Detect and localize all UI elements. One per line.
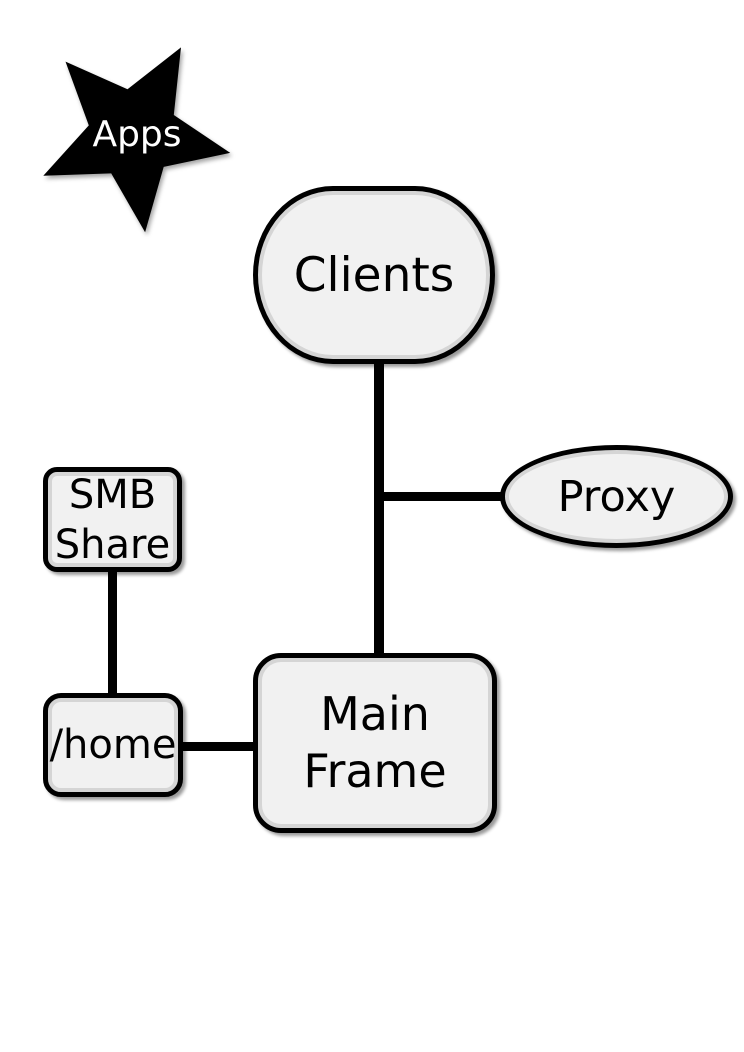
node-home: /home — [43, 693, 183, 797]
edge-smbshare-home — [108, 565, 117, 698]
node-apps-label: Apps — [92, 114, 181, 155]
edge-clients-proxy — [377, 492, 505, 501]
star-icon — [43, 47, 231, 233]
edge-clients-mainframe — [374, 358, 384, 658]
node-proxy: Proxy — [500, 445, 733, 548]
edge-home-mainframe — [180, 742, 260, 751]
node-clients-label: Clients — [293, 247, 455, 303]
node-clients: Clients — [253, 186, 495, 364]
node-home-label: /home — [49, 722, 177, 768]
node-smb-share: SMB Share — [43, 467, 182, 572]
node-smb-share-label: SMB Share — [54, 471, 171, 568]
node-mainframe-label: Main Frame — [303, 687, 447, 798]
node-proxy-label: Proxy — [557, 471, 676, 522]
node-mainframe: Main Frame — [253, 653, 497, 833]
node-apps: Apps — [43, 47, 231, 233]
